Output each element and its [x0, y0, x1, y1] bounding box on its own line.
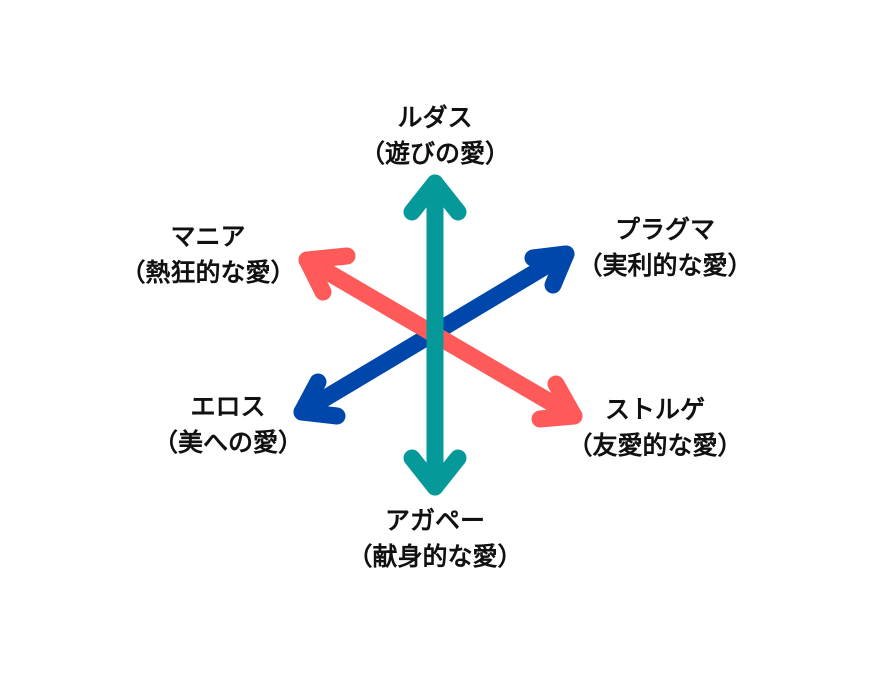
pragma-desc: （実利的な愛） [577, 251, 753, 280]
label-agape: アガペー （献身的な愛） [347, 503, 522, 575]
ludus-agape-arrow [403, 174, 467, 496]
label-mania: マニア （熱狂的な愛） [120, 219, 295, 291]
storge-desc: （友愛的な愛） [567, 431, 743, 460]
label-eros: エロス （美への愛） [153, 389, 303, 461]
agape-name: アガペー [384, 506, 486, 535]
ludus-desc: （遊びの愛） [359, 139, 511, 168]
mania-name: マニア [170, 222, 246, 251]
label-ludus: ルダス （遊びの愛） [360, 100, 510, 172]
label-pragma: プラグマ （実利的な愛） [577, 212, 752, 284]
agape-desc: （献身的な愛） [347, 542, 523, 571]
storge-name: ストルゲ [604, 395, 706, 424]
mania-desc: （熱狂的な愛） [120, 258, 296, 287]
label-storge: ストルゲ （友愛的な愛） [567, 392, 742, 464]
ludus-name: ルダス [397, 103, 473, 132]
pragma-name: プラグマ [614, 215, 716, 244]
eros-desc: （美への愛） [152, 428, 304, 457]
eros-name: エロス [190, 392, 266, 421]
